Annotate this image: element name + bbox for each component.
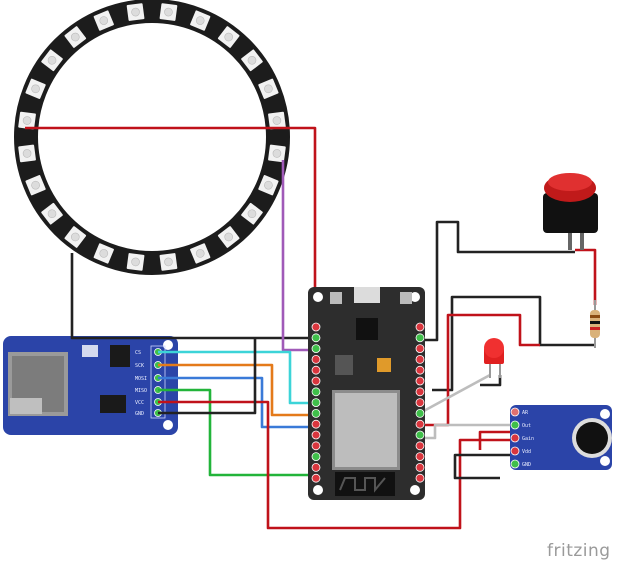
esp32-left-pin[interactable]	[311, 354, 321, 364]
resistor[interactable]	[590, 300, 600, 348]
neopixel-led	[217, 26, 240, 48]
wire-ring-gnd-black[interactable]	[70, 253, 316, 340]
neopixel-led	[25, 78, 46, 99]
esp32-left-pin[interactable]	[311, 365, 321, 375]
mic-pin-label-gain: Gain	[522, 436, 534, 442]
wire-resistor-black[interactable]	[432, 295, 595, 392]
sd-pin-label-sck: SCK	[135, 363, 144, 369]
neopixel-led	[268, 111, 286, 130]
esp32-left-pin[interactable]	[311, 430, 321, 440]
esp32-right-pin[interactable]	[415, 365, 425, 375]
esp32-right-pin[interactable]	[415, 387, 425, 397]
mic-pin-label-out: Out	[522, 423, 531, 429]
wires	[25, 126, 597, 530]
neopixel-led	[18, 144, 36, 163]
reset-button[interactable]	[400, 292, 412, 304]
sd-card-module[interactable]: CS SCK MOSI MISO VCC GND	[3, 336, 178, 435]
neopixel-led	[41, 49, 63, 72]
neopixel-led	[64, 26, 87, 48]
esp32-right-pin[interactable]	[415, 398, 425, 408]
mic-pin-label-vdd: Vdd	[522, 449, 531, 455]
esp32-right-pin[interactable]	[415, 344, 425, 354]
mic-pin[interactable]	[510, 459, 520, 469]
sd-pin-label-gnd: GND	[135, 411, 144, 417]
microphone-module[interactable]: AR Out Gain Vdd GND	[510, 405, 612, 470]
neopixel-led	[217, 226, 240, 248]
neopixel-led	[241, 202, 263, 225]
wire-sd-vcc-red[interactable]	[158, 400, 515, 530]
esp32-right-pin[interactable]	[415, 430, 425, 440]
mic-pin-label-ar: AR	[522, 410, 529, 416]
mic-pin-label-gnd: GND	[522, 462, 531, 468]
esp32-left-pin[interactable]	[311, 398, 321, 408]
wire-button-red[interactable]	[575, 248, 597, 305]
mic-pin[interactable]	[510, 433, 520, 443]
esp32-board[interactable]	[308, 287, 425, 500]
esp32-right-pin[interactable]	[415, 473, 425, 483]
esp32-left-pin[interactable]	[311, 419, 321, 429]
wire-esp-gnd-black[interactable]	[420, 220, 575, 342]
wire-mic-gnd-black[interactable]	[453, 453, 515, 480]
esp32-right-pin[interactable]	[415, 333, 425, 343]
wire-ring-power-red[interactable]	[25, 126, 317, 325]
neopixel-ring[interactable]	[14, 0, 290, 275]
neopixel-led	[93, 243, 114, 264]
esp32-left-pin[interactable]	[311, 441, 321, 451]
boot-button[interactable]	[330, 292, 342, 304]
neopixel-led	[18, 111, 36, 130]
neopixel-led	[159, 3, 178, 21]
sd-pin-label-mosi: MOSI	[135, 376, 147, 382]
wire-sd-cs-cyan[interactable]	[158, 350, 316, 405]
wire-led-grey[interactable]	[419, 373, 491, 415]
neopixel-led	[25, 175, 46, 196]
esp32-left-pin[interactable]	[311, 333, 321, 343]
esp32-right-pin[interactable]	[415, 322, 425, 332]
esp32-left-pin[interactable]	[311, 322, 321, 332]
esp32-left-pin[interactable]	[311, 452, 321, 462]
neopixel-led	[258, 78, 279, 99]
esp32-right-pin[interactable]	[415, 354, 425, 364]
neopixel-led	[126, 3, 145, 21]
wire-mic-out-grey[interactable]	[420, 423, 515, 440]
mic-pin[interactable]	[510, 446, 520, 456]
esp32-right-pin[interactable]	[415, 441, 425, 451]
esp32-left-pin[interactable]	[311, 387, 321, 397]
neopixel-led	[159, 253, 178, 271]
sd-pin-label-vcc: VCC	[135, 400, 144, 406]
push-button[interactable]	[543, 173, 598, 250]
wire-sd-miso-green[interactable]	[158, 388, 316, 477]
sd-pin-label-miso: MISO	[135, 388, 147, 394]
neopixel-led	[190, 10, 211, 31]
esp32-left-pin[interactable]	[311, 344, 321, 354]
neopixel-led	[93, 10, 114, 31]
wire-ring-data-purple[interactable]	[281, 160, 316, 352]
fritzing-logo: fritzing	[547, 541, 611, 561]
neopixel-led	[268, 144, 286, 163]
neopixel-led	[126, 253, 145, 271]
esp32-right-pin[interactable]	[415, 462, 425, 472]
neopixel-led	[241, 49, 263, 72]
sd-pin-label-cs: CS	[135, 350, 141, 356]
esp32-right-pin[interactable]	[415, 452, 425, 462]
esp32-right-pin[interactable]	[415, 419, 425, 429]
esp32-left-pin[interactable]	[311, 408, 321, 418]
neopixel-led	[190, 243, 211, 264]
esp32-left-pin[interactable]	[311, 376, 321, 386]
esp32-left-pin[interactable]	[311, 462, 321, 472]
wire-sd-gnd-black[interactable]	[158, 338, 257, 415]
wire-led-black[interactable]	[480, 375, 502, 387]
wire-mic-gain-red[interactable]	[478, 430, 515, 450]
mic-pin[interactable]	[510, 420, 520, 430]
mic-pin[interactable]	[510, 407, 520, 417]
esp32-left-pin[interactable]	[311, 473, 321, 483]
esp32-right-pin[interactable]	[415, 376, 425, 386]
neopixel-led	[41, 202, 63, 225]
wire-sd-sck-orange[interactable]	[158, 363, 316, 417]
red-led[interactable]	[484, 338, 504, 378]
neopixel-led	[64, 226, 87, 248]
usb-port	[354, 287, 380, 303]
esp32-right-pin[interactable]	[415, 408, 425, 418]
neopixel-led	[258, 175, 279, 196]
